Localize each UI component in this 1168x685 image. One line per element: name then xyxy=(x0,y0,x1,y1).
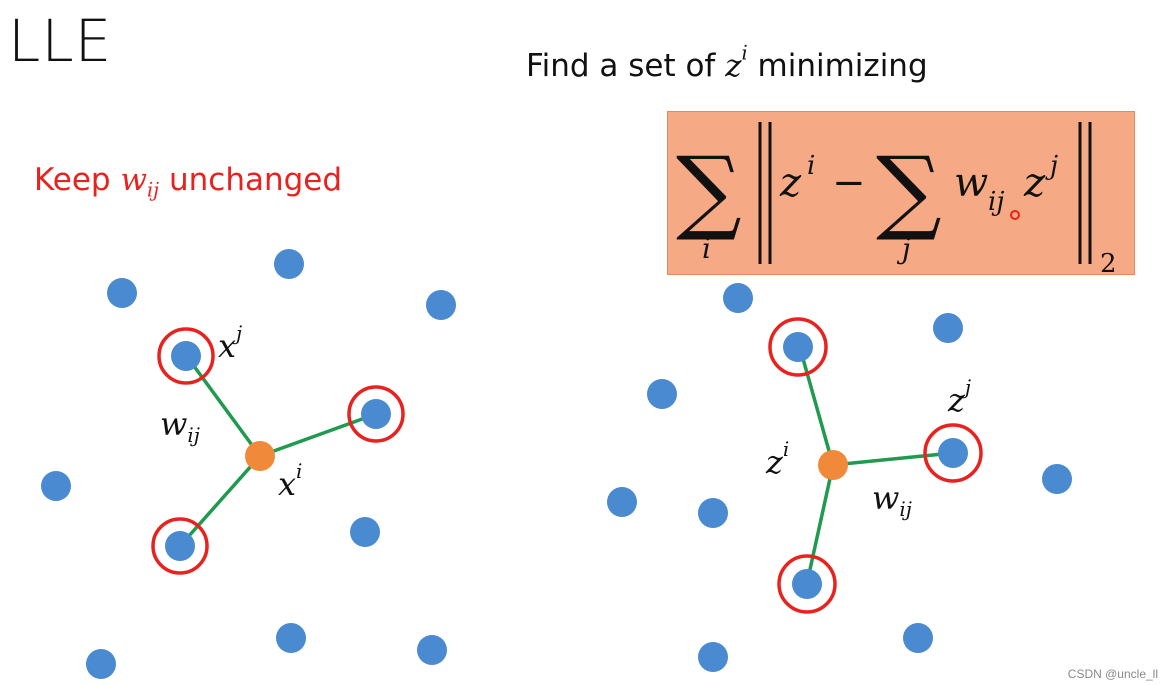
right-points xyxy=(607,283,1072,672)
left-point xyxy=(107,278,137,308)
heading-suffix: minimizing xyxy=(747,48,928,84)
heading-prefix: Find a set of xyxy=(526,48,726,84)
slide-title: LLE xyxy=(8,7,113,75)
watermark: CSDN @uncle_ll xyxy=(1067,667,1158,681)
right-ring-3 xyxy=(777,554,837,614)
norm-subscript: 2 xyxy=(1100,249,1117,279)
heading-var: z xyxy=(725,48,742,84)
right-ring-1 xyxy=(768,317,828,377)
right-edge-3 xyxy=(805,464,835,584)
left-edge-1 xyxy=(186,356,262,458)
left-center-point xyxy=(245,441,275,471)
right-point xyxy=(698,498,728,528)
left-point-neighbor xyxy=(361,399,391,429)
keep-prefix: Keep xyxy=(34,162,121,198)
label-zj-right: zj xyxy=(948,376,972,419)
keep-var-sub: ij xyxy=(147,178,160,202)
label-zi-right: zi xyxy=(766,438,790,481)
right-rings xyxy=(768,317,983,614)
outer-sum-index: i xyxy=(702,232,711,265)
formula-w: w xyxy=(954,160,988,206)
left-edge-3 xyxy=(178,454,262,548)
outer-sum-symbol: ∑ xyxy=(676,137,742,244)
left-ring-1 xyxy=(157,327,215,385)
left-rings xyxy=(151,327,405,575)
left-point-neighbor xyxy=(165,531,195,561)
formula-w-sub: ij xyxy=(988,187,1004,217)
right-point xyxy=(607,487,637,517)
right-edges xyxy=(798,347,954,584)
formula-z-sup: i xyxy=(807,151,815,181)
right-point-neighbor xyxy=(792,569,822,599)
label-xi-left: xi xyxy=(278,460,303,503)
inner-sum-symbol: ∑ xyxy=(876,137,942,244)
right-point xyxy=(1042,464,1072,494)
right-ring-2 xyxy=(923,423,983,483)
right-point xyxy=(723,283,753,313)
left-point xyxy=(417,635,447,665)
left-ring-3 xyxy=(151,517,209,575)
right-center-point xyxy=(818,450,848,480)
keep-weights-caption: Keep wij unchanged xyxy=(34,162,343,202)
cursor-marker xyxy=(1010,210,1020,220)
formula-box xyxy=(667,111,1135,275)
heading-text: Find a set of zi minimizing xyxy=(526,44,928,85)
right-point xyxy=(903,623,933,653)
left-point xyxy=(86,649,116,679)
formula-zj: z xyxy=(1023,160,1046,206)
formula-zj-sup: j xyxy=(1045,151,1058,181)
label-wij-left: wij xyxy=(160,405,200,447)
left-ring-2 xyxy=(347,385,405,443)
keep-var: w xyxy=(120,162,148,198)
right-edge-1 xyxy=(798,347,835,466)
left-point xyxy=(41,471,71,501)
left-point xyxy=(276,623,306,653)
right-point-neighbor xyxy=(938,438,968,468)
label-wij-right: wij xyxy=(872,479,912,521)
left-edge-2 xyxy=(259,412,377,458)
formula: ∑ i z i − ∑ j w ij z j 2 xyxy=(676,122,1117,279)
left-point xyxy=(274,249,304,279)
left-points xyxy=(41,249,456,679)
right-point xyxy=(647,379,677,409)
keep-suffix: unchanged xyxy=(159,162,343,198)
formula-minus: − xyxy=(832,160,866,206)
left-edges xyxy=(178,356,377,548)
left-point-neighbor xyxy=(171,341,201,371)
left-point xyxy=(350,517,380,547)
heading-var-sup: i xyxy=(741,41,748,65)
right-point xyxy=(933,313,963,343)
label-xj-left: xj xyxy=(218,322,243,365)
left-point xyxy=(426,290,456,320)
formula-z: z xyxy=(779,160,802,206)
right-point xyxy=(698,642,728,672)
right-edge-2 xyxy=(832,451,954,467)
right-point-neighbor xyxy=(783,332,813,362)
